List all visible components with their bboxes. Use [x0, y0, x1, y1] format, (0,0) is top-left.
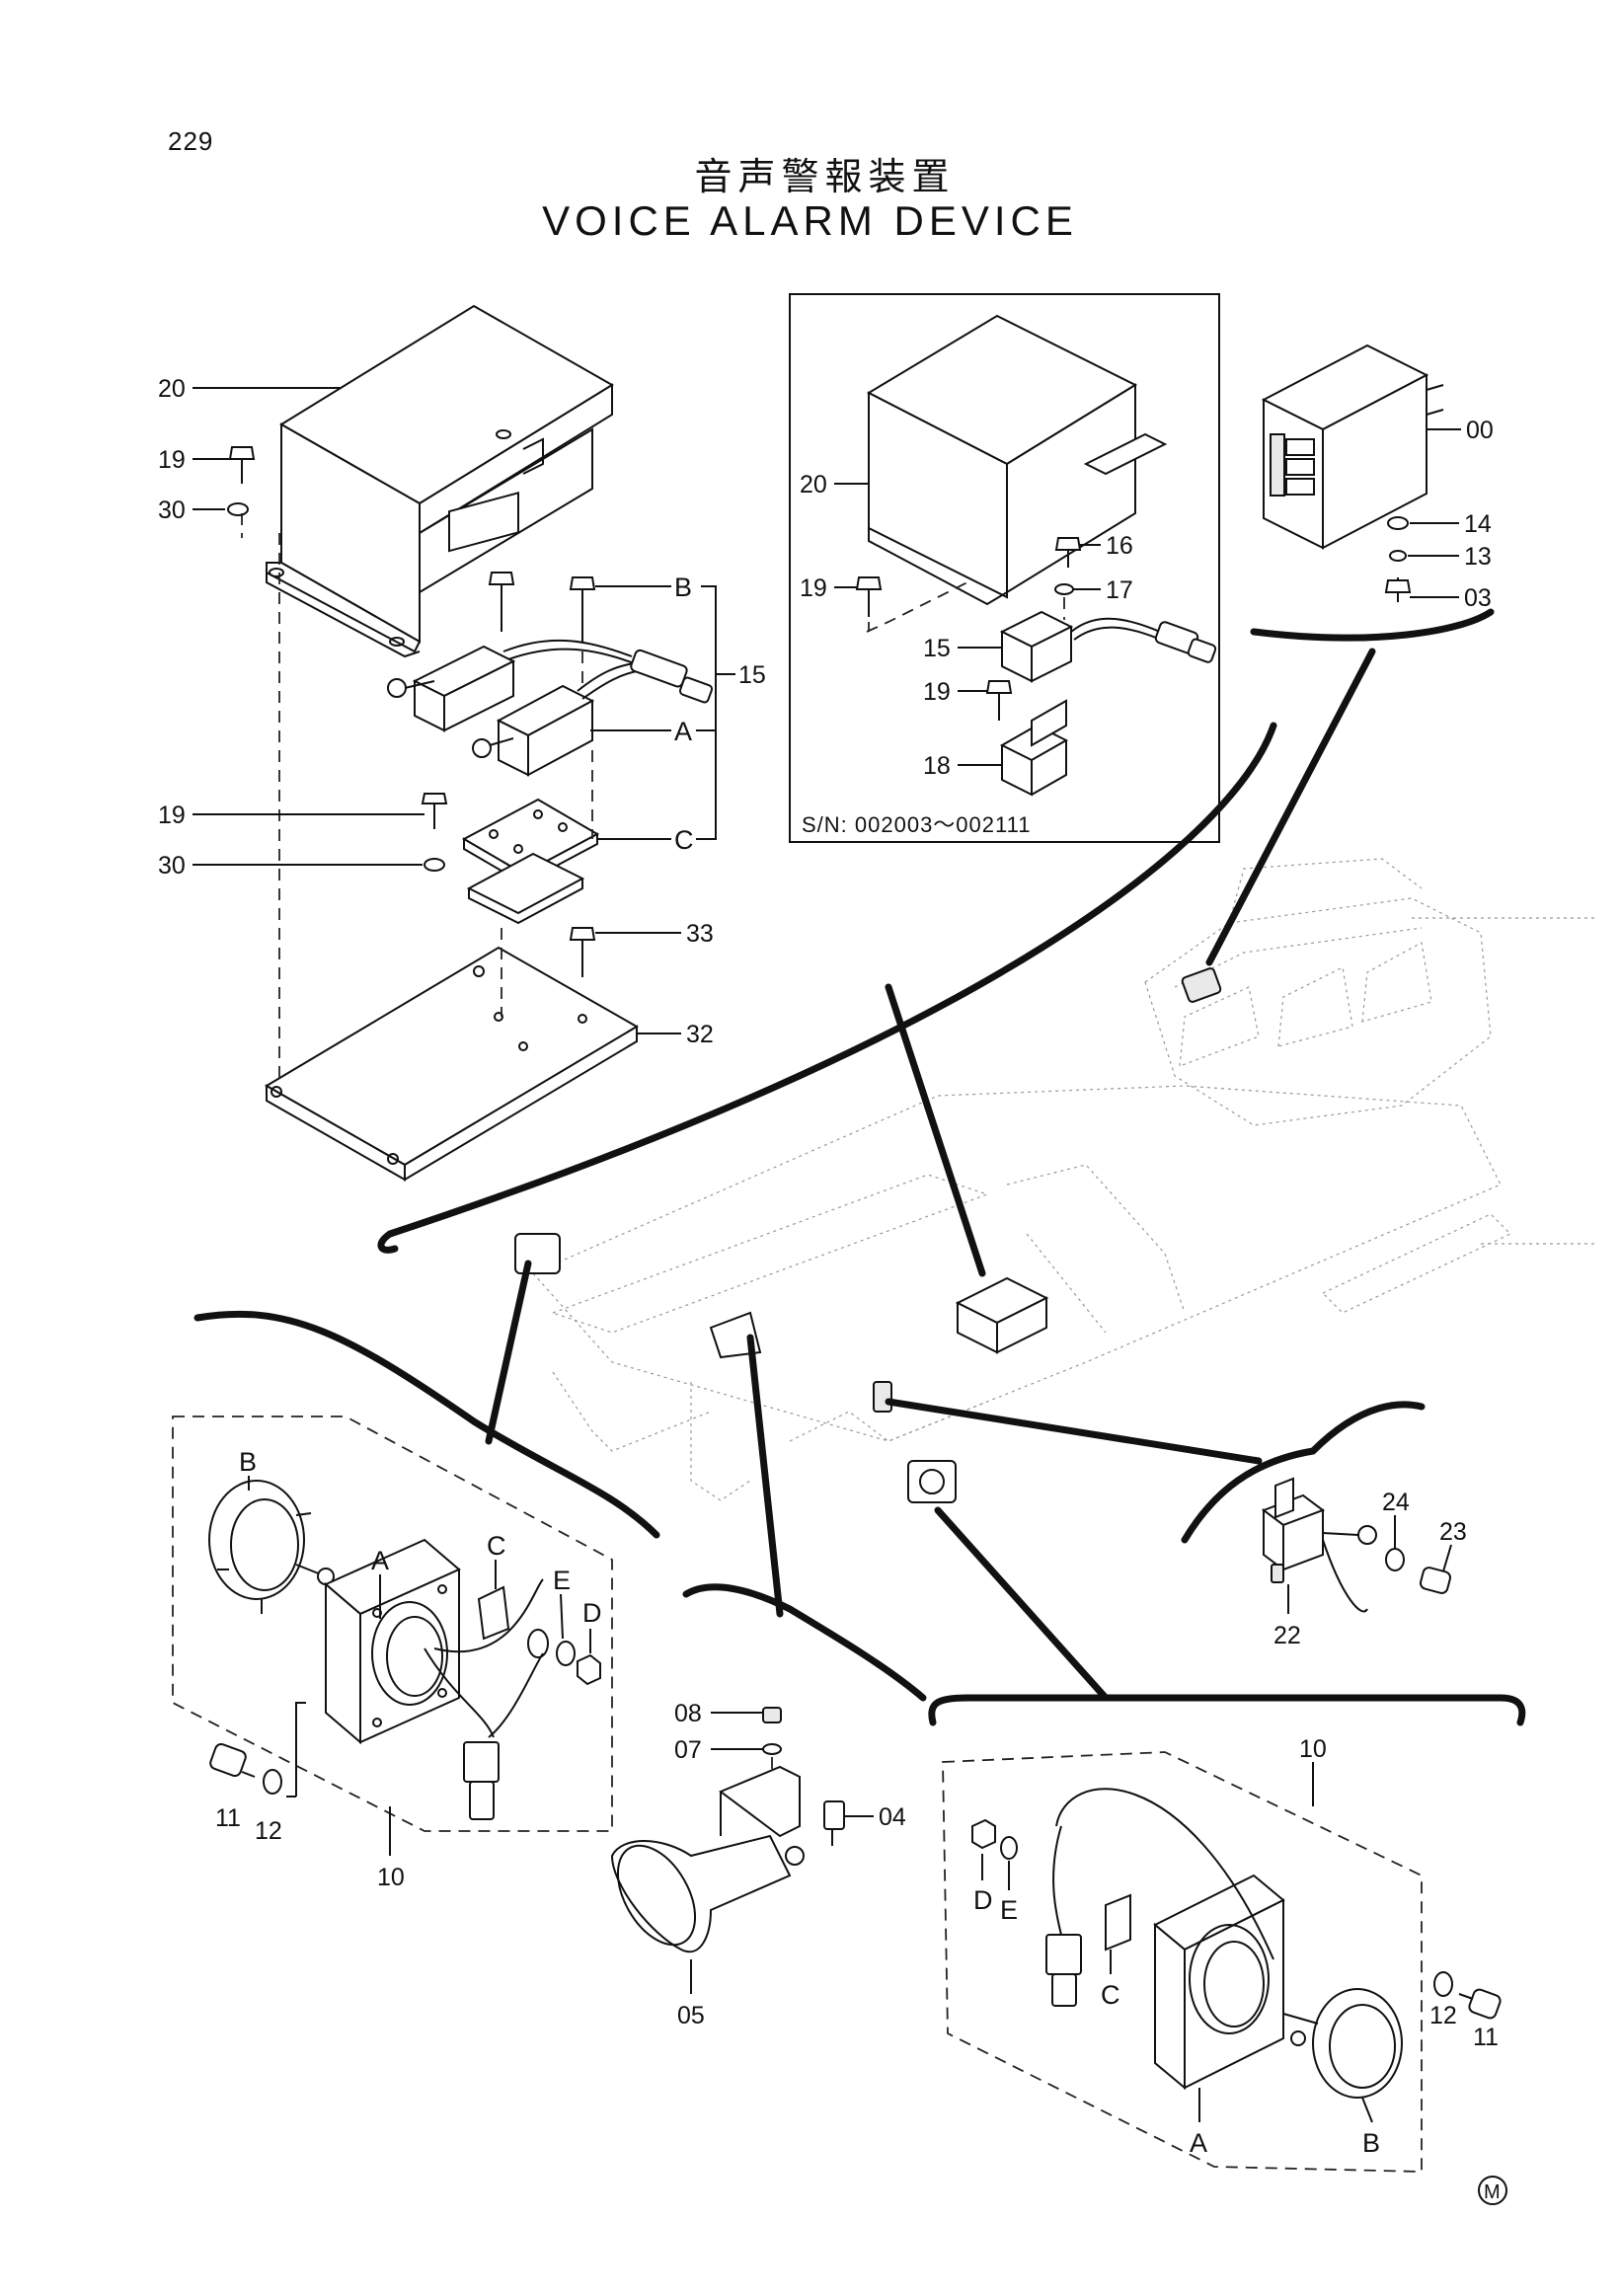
label-17: 17 [1106, 576, 1133, 604]
horn-part-05 [610, 1707, 874, 1994]
label-B-top: B [674, 573, 692, 602]
label-C-right: C [1101, 1980, 1120, 2010]
controller-part-00 [1261, 344, 1461, 602]
base-plate-part-32 [265, 927, 639, 1182]
label-D-left: D [582, 1598, 602, 1628]
mark-letter: M [1484, 2181, 1501, 2203]
page-title-english: VOICE ALARM DEVICE [542, 197, 1078, 244]
inset-switch-15 [999, 610, 1217, 683]
label-B-right: B [1362, 2128, 1380, 2158]
callout-lines [193, 608, 1526, 1726]
label-13: 13 [1464, 543, 1492, 571]
page-title-japanese: 音声警報装置 [694, 155, 956, 198]
part-labels: 20 19 30 B 15 A 19 C 30 33 32 20 16 19 1… [158, 375, 1499, 2158]
label-18: 18 [923, 752, 951, 780]
label-19-inset-b: 19 [923, 678, 951, 706]
label-33: 33 [686, 920, 714, 948]
label-32: 32 [686, 1021, 714, 1048]
relay-part-22 [1261, 1477, 1452, 1614]
leaders-top-left [193, 387, 735, 1034]
bottom-left-detail [172, 1416, 613, 1856]
label-05: 05 [677, 2002, 705, 2029]
label-D-right: D [973, 1885, 993, 1915]
label-15-a: 15 [738, 661, 766, 689]
label-16: 16 [1106, 532, 1133, 560]
page-number: 229 [168, 126, 214, 156]
switch-part-15 [387, 492, 714, 777]
label-22: 22 [1273, 1622, 1301, 1649]
label-12-right: 12 [1429, 2002, 1457, 2029]
label-19-a: 19 [158, 446, 186, 474]
label-11-left: 11 [215, 1804, 241, 1832]
label-00: 00 [1466, 417, 1494, 444]
label-23: 23 [1439, 1518, 1467, 1546]
inset-bracket-18 [999, 699, 1069, 797]
label-20-a: 20 [158, 375, 186, 403]
label-B-left: B [239, 1447, 257, 1477]
label-30-a: 30 [158, 497, 186, 524]
mount-plate-upper [421, 793, 600, 925]
label-20-inset: 20 [800, 471, 827, 498]
label-11-right: 11 [1473, 2024, 1499, 2051]
inset-cover-20 [866, 314, 1168, 606]
label-03: 03 [1464, 584, 1492, 612]
label-04: 04 [879, 1803, 906, 1831]
label-10-right: 10 [1299, 1735, 1327, 1763]
label-C-left: C [487, 1531, 506, 1561]
label-07: 07 [674, 1736, 702, 1764]
top-left-assembly [227, 304, 714, 1182]
label-19-b: 19 [158, 802, 186, 829]
label-C-top: C [674, 825, 694, 855]
label-E-left: E [553, 1566, 571, 1595]
label-A-top: A [674, 717, 692, 746]
label-15-inset: 15 [923, 635, 951, 662]
label-10-left: 10 [377, 1864, 405, 1891]
label-19-inset-a: 19 [800, 574, 827, 602]
label-08: 08 [674, 1700, 702, 1727]
label-12-left: 12 [255, 1817, 282, 1845]
serial-range: S/N: 002003～002111 [802, 812, 1031, 837]
label-24: 24 [1382, 1489, 1410, 1516]
label-30-b: 30 [158, 852, 186, 880]
label-E-right: E [1000, 1895, 1018, 1925]
serial-inset-box [789, 293, 1220, 843]
label-A-right: A [1190, 2128, 1207, 2158]
cover-part-20 [266, 304, 614, 658]
label-A-left: A [371, 1546, 389, 1575]
label-14: 14 [1464, 510, 1492, 538]
circled-m-mark: M [1478, 2176, 1507, 2205]
bottom-right-detail [942, 1751, 1502, 2173]
machine-body [514, 858, 1594, 1503]
